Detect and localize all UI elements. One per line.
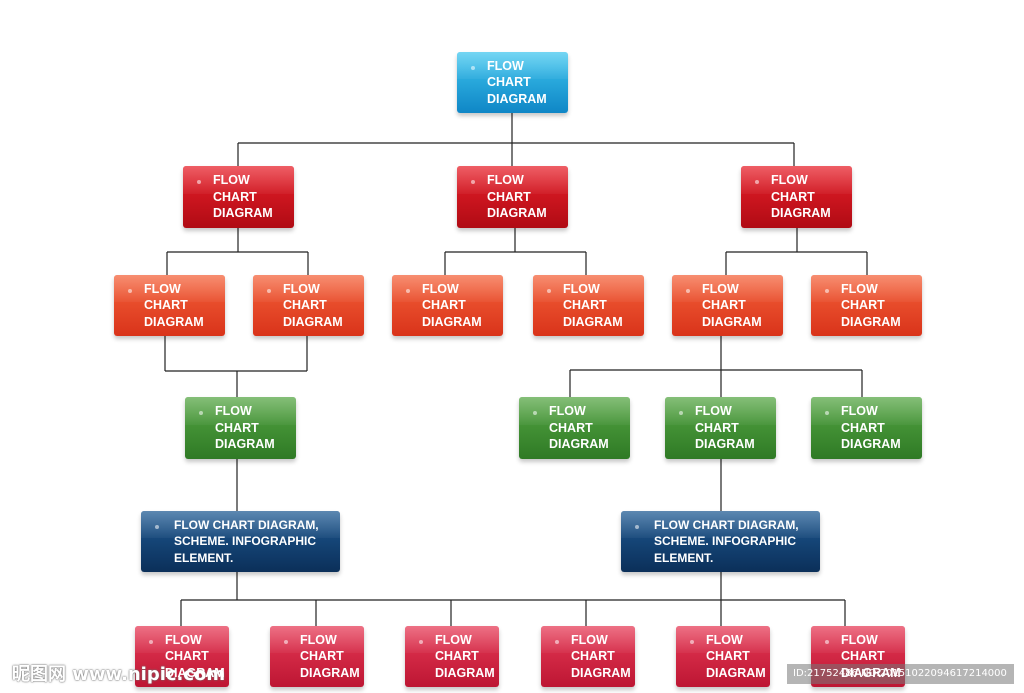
node-text-line: CHART	[215, 420, 259, 435]
level1-node-right: FLOW CHART DIAGRAM	[741, 166, 852, 228]
node-text-line: CHART	[422, 298, 466, 313]
node-text-line: FLOW	[695, 404, 732, 419]
node-text-line: FLOW	[487, 58, 524, 73]
connector-root-to-level1	[237, 113, 795, 166]
level5-node-4: FLOW CHART DIAGRAM	[541, 626, 635, 687]
connector-green-to-scheme	[236, 459, 722, 511]
level5-node-3: FLOW CHART DIAGRAM	[405, 626, 499, 687]
node-text-line: FLOW	[422, 281, 459, 296]
node-text-line: CHART	[695, 420, 739, 435]
node-text-line: DIAGRAM	[563, 314, 623, 329]
node-text-line: DIAGRAM	[841, 665, 901, 680]
node-text-line: DIAGRAM	[215, 437, 275, 452]
node-text-line: DIAGRAM	[702, 314, 762, 329]
node-text-line: DIAGRAM	[771, 206, 831, 221]
node-text-line: DIAGRAM	[841, 314, 901, 329]
node-text-line: CHART	[841, 649, 885, 664]
node-text-line: SCHEME. INFOGRAPHIC	[174, 534, 317, 549]
node-text-line: DIAGRAM	[487, 206, 547, 221]
node-text-line: CHART	[144, 298, 188, 313]
node-text-line: DIAGRAM	[283, 314, 343, 329]
level3-node-4: FLOW CHART DIAGRAM	[811, 397, 922, 459]
connector-orange-to-green-right	[569, 336, 863, 397]
node-text-line: FLOW	[283, 281, 320, 296]
level1-node-left: FLOW CHART DIAGRAM	[183, 166, 294, 228]
node-text-line: DIAGRAM	[571, 665, 631, 680]
node-text-line: CHART	[706, 649, 750, 664]
level5-node-5: FLOW CHART DIAGRAM	[676, 626, 770, 687]
node-text-line: FLOW	[841, 632, 878, 647]
node-text-line: FLOW	[215, 404, 252, 419]
node-text-line: CHART	[487, 75, 531, 90]
node-text-line: FLOW	[571, 632, 608, 647]
node-text-line: DIAGRAM	[300, 665, 360, 680]
node-text-line: FLOW	[213, 173, 250, 188]
level3-node-3: FLOW CHART DIAGRAM	[665, 397, 776, 459]
node-text-line: FLOW	[841, 281, 878, 296]
node-text-line: CHART	[563, 298, 607, 313]
level3-node-2: FLOW CHART DIAGRAM	[519, 397, 630, 459]
node-text-line: CHART	[435, 649, 479, 664]
level1-node-center: FLOW CHART DIAGRAM	[457, 166, 568, 228]
connector-merge-to-green-left	[164, 336, 308, 397]
node-text-line: FLOW	[165, 632, 202, 647]
node-text-line: DIAGRAM	[144, 314, 204, 329]
node-text-line: DIAGRAM	[841, 437, 901, 452]
node-text-line: FLOW	[841, 404, 878, 419]
connector-level1-mid-to-children	[444, 228, 587, 275]
level2-node-1: FLOW CHART DIAGRAM	[114, 275, 225, 336]
node-text-line: CHART	[213, 189, 257, 204]
connector-level1-right-to-children	[725, 228, 868, 275]
node-text-line: FLOW CHART DIAGRAM,	[654, 517, 799, 532]
level2-node-4: FLOW CHART DIAGRAM	[533, 275, 644, 336]
level5-node-6: FLOW CHART DIAGRAM	[811, 626, 905, 687]
node-text-line: DIAGRAM	[695, 437, 755, 452]
node-text-line: ELEMENT.	[174, 550, 234, 565]
level2-node-3: FLOW CHART DIAGRAM	[392, 275, 503, 336]
node-text-line: FLOW CHART DIAGRAM,	[174, 517, 319, 532]
node-text-line: FLOW	[563, 281, 600, 296]
node-text-line: ELEMENT.	[654, 550, 714, 565]
node-text-line: DIAGRAM	[213, 206, 273, 221]
node-text-line: FLOW	[702, 281, 739, 296]
node-text-line: CHART	[702, 298, 746, 313]
node-text-line: FLOW	[487, 173, 524, 188]
level2-node-2: FLOW CHART DIAGRAM	[253, 275, 364, 336]
node-text-line: CHART	[283, 298, 327, 313]
level5-node-2: FLOW CHART DIAGRAM	[270, 626, 364, 687]
node-text-line: DIAGRAM	[487, 91, 547, 106]
node-text-line: FLOW	[144, 281, 181, 296]
node-text-line: CHART	[165, 649, 209, 664]
level3-node-1: FLOW CHART DIAGRAM	[185, 397, 296, 459]
node-text-line: CHART	[487, 189, 531, 204]
node-text-line: DIAGRAM	[435, 665, 495, 680]
root-node: FLOW CHART DIAGRAM	[457, 52, 568, 113]
node-text-line: CHART	[841, 298, 885, 313]
node-text-line: DIAGRAM	[706, 665, 766, 680]
node-text-line: DIAGRAM	[422, 314, 482, 329]
node-text-line: CHART	[841, 420, 885, 435]
node-text-line: FLOW	[549, 404, 586, 419]
watermark-id: ID:21752486 NO:20151022094617214000	[787, 664, 1014, 684]
scheme-node-left: FLOW CHART DIAGRAM, SCHEME. INFOGRAPHIC …	[141, 511, 340, 572]
node-text-line: CHART	[771, 189, 815, 204]
node-text-line: FLOW	[706, 632, 743, 647]
connector-level1-left-to-children	[166, 228, 309, 275]
node-text-line: CHART	[571, 649, 615, 664]
scheme-node-right: FLOW CHART DIAGRAM, SCHEME. INFOGRAPHIC …	[621, 511, 820, 572]
node-text-line: CHART	[300, 649, 344, 664]
level2-node-5: FLOW CHART DIAGRAM	[672, 275, 783, 336]
node-text-line: DIAGRAM	[549, 437, 609, 452]
node-text-line: CHART	[549, 420, 593, 435]
level5-node-1: FLOW CHART DIAGRAM	[135, 626, 229, 687]
watermark-left: 昵图网 www.nipic.com	[12, 664, 226, 685]
node-text-line: FLOW	[435, 632, 472, 647]
connector-scheme-to-bottom	[180, 572, 846, 626]
node-text-line: FLOW	[771, 173, 808, 188]
level2-node-6: FLOW CHART DIAGRAM	[811, 275, 922, 336]
node-text-line: SCHEME. INFOGRAPHIC	[654, 534, 797, 549]
node-text-line: FLOW	[300, 632, 337, 647]
node-text-line: DIAGRAM	[165, 665, 225, 680]
